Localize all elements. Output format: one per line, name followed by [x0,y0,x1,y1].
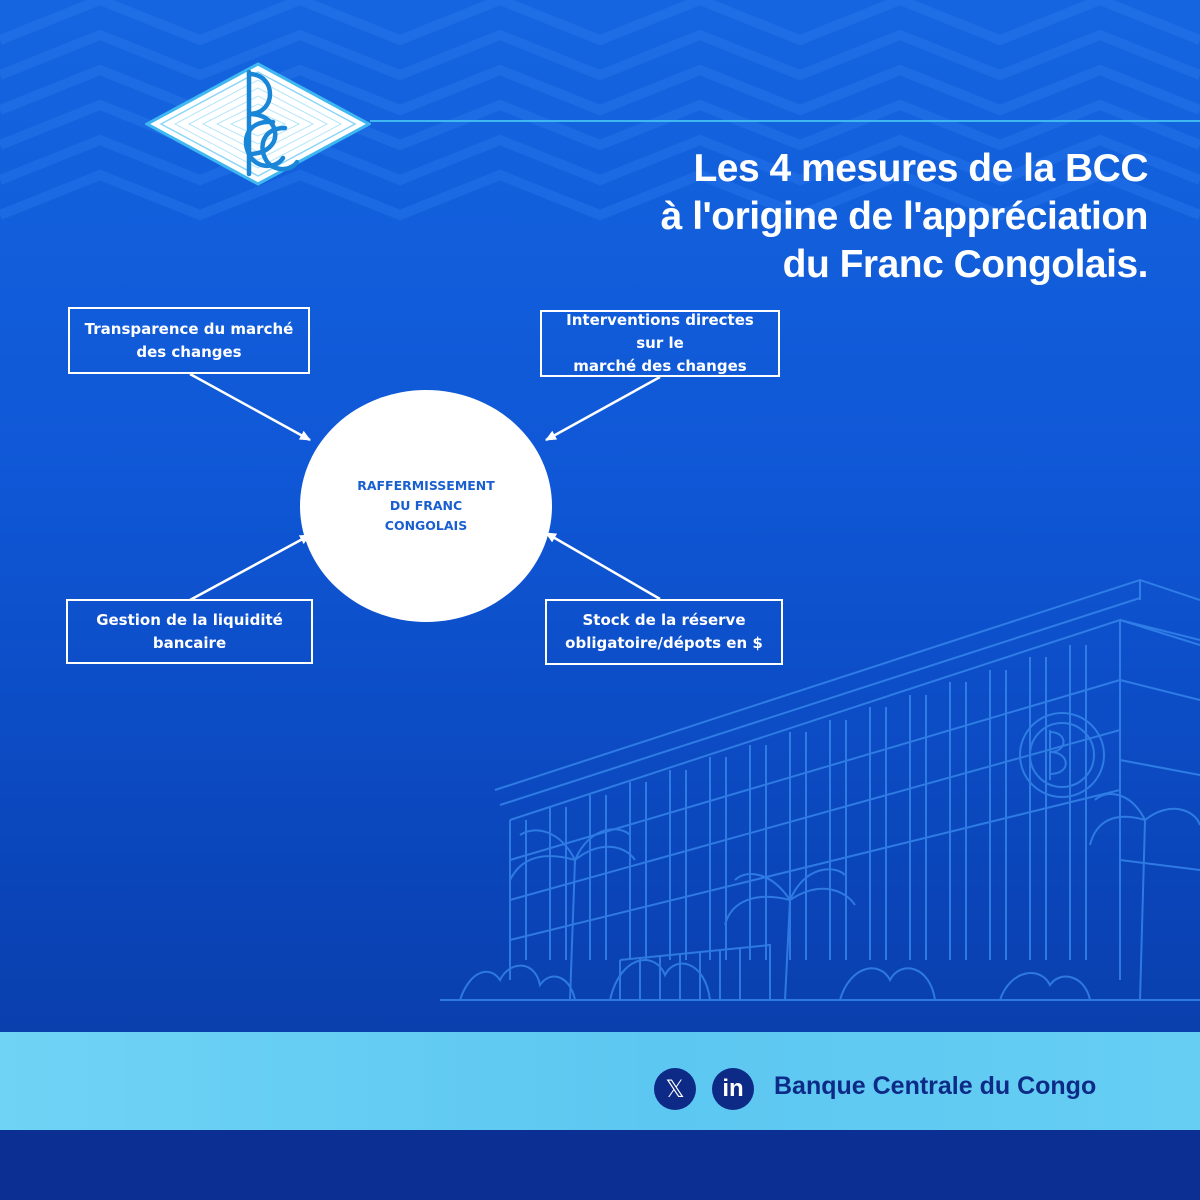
title-line: du Franc Congolais. [782,243,1149,286]
measure-text: Stock de la réserve [582,611,746,629]
arrow-liquidite [189,533,311,602]
bcc-building-illustration [440,578,1200,1001]
linkedin-glyph: in [722,1075,744,1102]
footer-band [0,1032,1200,1130]
measure-box-transparence: Transparence du marché des changes [68,307,310,374]
measure-text: Interventions directes sur le [566,311,754,352]
x-icon[interactable]: 𝕏 [654,1068,696,1110]
measure-text: bancaire [152,633,227,652]
arrow-transparence [189,372,311,442]
center-node-raffermissement: RAFFERMISSEMENT DU FRANC CONGOLAIS [300,390,552,622]
measure-box-liquidite: Gestion de la liquidité bancaire [66,599,313,664]
arrow-interventions [545,375,661,442]
measure-box-interventions: Interventions directes sur le marché des… [540,310,780,377]
measure-text: marché des changes [573,357,747,375]
page-title: Les 4 mesures de la BCC à l'origine de l… [448,145,1149,289]
linkedin-icon[interactable]: in [712,1068,754,1110]
measure-text: Gestion de la liquidité [96,610,283,629]
title-line: Les 4 mesures de la BCC [693,147,1148,190]
x-glyph: 𝕏 [665,1075,685,1103]
arrow-reserve [545,531,661,601]
header-divider-line [370,120,1200,122]
brand-name: Banque Centrale du Congo [774,1072,1097,1100]
measure-box-reserve: Stock de la réserve obligatoire/dépots e… [545,599,783,665]
measure-text: des changes [136,342,242,361]
footer-bottom-bar [0,1130,1200,1200]
measure-text: obligatoire/dépots en $ [565,634,763,652]
bcc-logo [145,62,371,186]
title-line: à l'origine de l'appréciation [660,195,1149,238]
measure-text: Transparence du marché [84,319,294,338]
center-node-text: RAFFERMISSEMENT DU FRANC CONGOLAIS [357,478,495,533]
